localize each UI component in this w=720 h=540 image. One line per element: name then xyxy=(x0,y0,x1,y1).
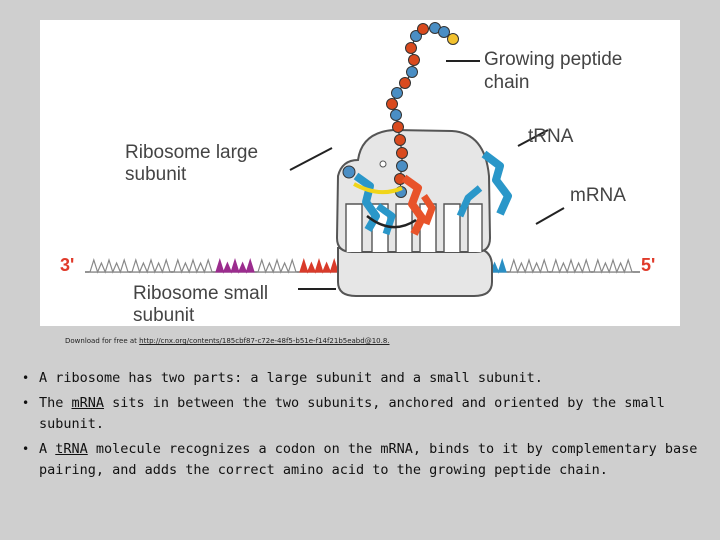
mrna-codon xyxy=(257,258,297,274)
bullet-dot-icon: • xyxy=(22,371,30,385)
bullet-item: • The mRNA sits in between the two subun… xyxy=(22,393,702,435)
label-ribosome-large-line2: subunit xyxy=(125,164,187,185)
bullet-text-pre: A xyxy=(39,441,56,457)
bullet-text-post: sits in between the two subunits, anchor… xyxy=(39,395,665,432)
label-five-prime: 5' xyxy=(641,255,655,275)
amino-acid xyxy=(391,87,403,99)
source-attribution: Download for free at http://cnx.org/cont… xyxy=(65,337,390,345)
amino-acid xyxy=(406,66,418,78)
translation-diagram-svg: Growing peptide chain Ribosome large sub… xyxy=(60,22,655,326)
trna-exiting-arm xyxy=(375,203,396,236)
mrna-codon xyxy=(89,258,129,274)
bullet-item: • A tRNA molecule recognizes a codon on … xyxy=(22,439,702,481)
amino-acid xyxy=(408,54,420,66)
mrna-codon xyxy=(509,258,549,274)
amino-acid xyxy=(447,33,459,45)
bullet-dot-icon: • xyxy=(22,396,30,410)
bullet-item: • A ribosome has two parts: a large subu… xyxy=(22,368,702,389)
mrna-codon xyxy=(215,258,255,274)
amino-acid xyxy=(394,134,406,146)
mrna-codon xyxy=(593,258,633,274)
bullet-list: • A ribosome has two parts: a large subu… xyxy=(22,368,702,485)
amino-acid xyxy=(438,26,450,38)
peptide-transfer-arrow xyxy=(353,182,403,195)
mrna-codon xyxy=(299,258,339,274)
amino-acid xyxy=(405,42,417,54)
amino-acid xyxy=(386,98,398,110)
trna-incoming-arm xyxy=(456,185,483,218)
leader-trna xyxy=(517,129,549,147)
bullet-dot-icon: • xyxy=(22,442,30,456)
amino-acid xyxy=(410,30,422,42)
mrna-codon xyxy=(131,258,171,274)
mrna-codon xyxy=(173,258,213,274)
ribosome-slot xyxy=(443,203,461,252)
translation-diagram: Growing peptide chain Ribosome large sub… xyxy=(40,20,680,326)
label-growing-peptide-line2: chain xyxy=(484,72,529,93)
label-ribosome-small-line2: subunit xyxy=(133,305,195,326)
trna-exit-arrow xyxy=(366,215,417,229)
label-three-prime: 3' xyxy=(60,255,74,275)
ribosome-slot xyxy=(467,203,483,252)
amino-acid-site-marker xyxy=(379,160,387,168)
bullet-text: A ribosome has two parts: a large subuni… xyxy=(39,370,543,386)
amino-acid xyxy=(417,23,429,35)
bullet-text-post: molecule recognizes a codon on the mRNA,… xyxy=(39,441,698,478)
amino-acid xyxy=(342,165,356,179)
trna-incoming xyxy=(481,150,512,216)
trna-term: tRNA xyxy=(55,441,88,457)
label-ribosome-small: Ribosome small xyxy=(133,283,268,304)
amino-acid xyxy=(392,121,404,133)
label-mrna: mRNA xyxy=(570,185,626,206)
mrna-term: mRNA xyxy=(71,395,105,411)
label-ribosome-large: Ribosome large xyxy=(125,142,258,163)
trna-peptidyl xyxy=(401,174,426,236)
ribosome-small-subunit xyxy=(337,247,493,297)
source-prefix: Download for free at xyxy=(65,337,140,345)
ribosome-slot xyxy=(345,203,363,252)
ribosome-sites xyxy=(345,203,483,252)
bullet-text-pre: The xyxy=(39,395,72,411)
mrna-codon xyxy=(551,258,591,274)
source-link[interactable]: http://cnx.org/contents/185cbf87-c72e-48… xyxy=(139,337,390,345)
amino-acid xyxy=(399,77,411,89)
amino-acid xyxy=(396,147,408,159)
leader-ribosome-large xyxy=(289,147,333,171)
amino-acid xyxy=(390,109,402,121)
label-growing-peptide: Growing peptide xyxy=(484,49,622,70)
peptide-chain xyxy=(386,22,459,198)
leader-mrna xyxy=(535,207,565,225)
trna-peptidyl-arm xyxy=(421,194,436,226)
label-trna: tRNA xyxy=(528,126,574,147)
amino-acid xyxy=(396,160,408,172)
